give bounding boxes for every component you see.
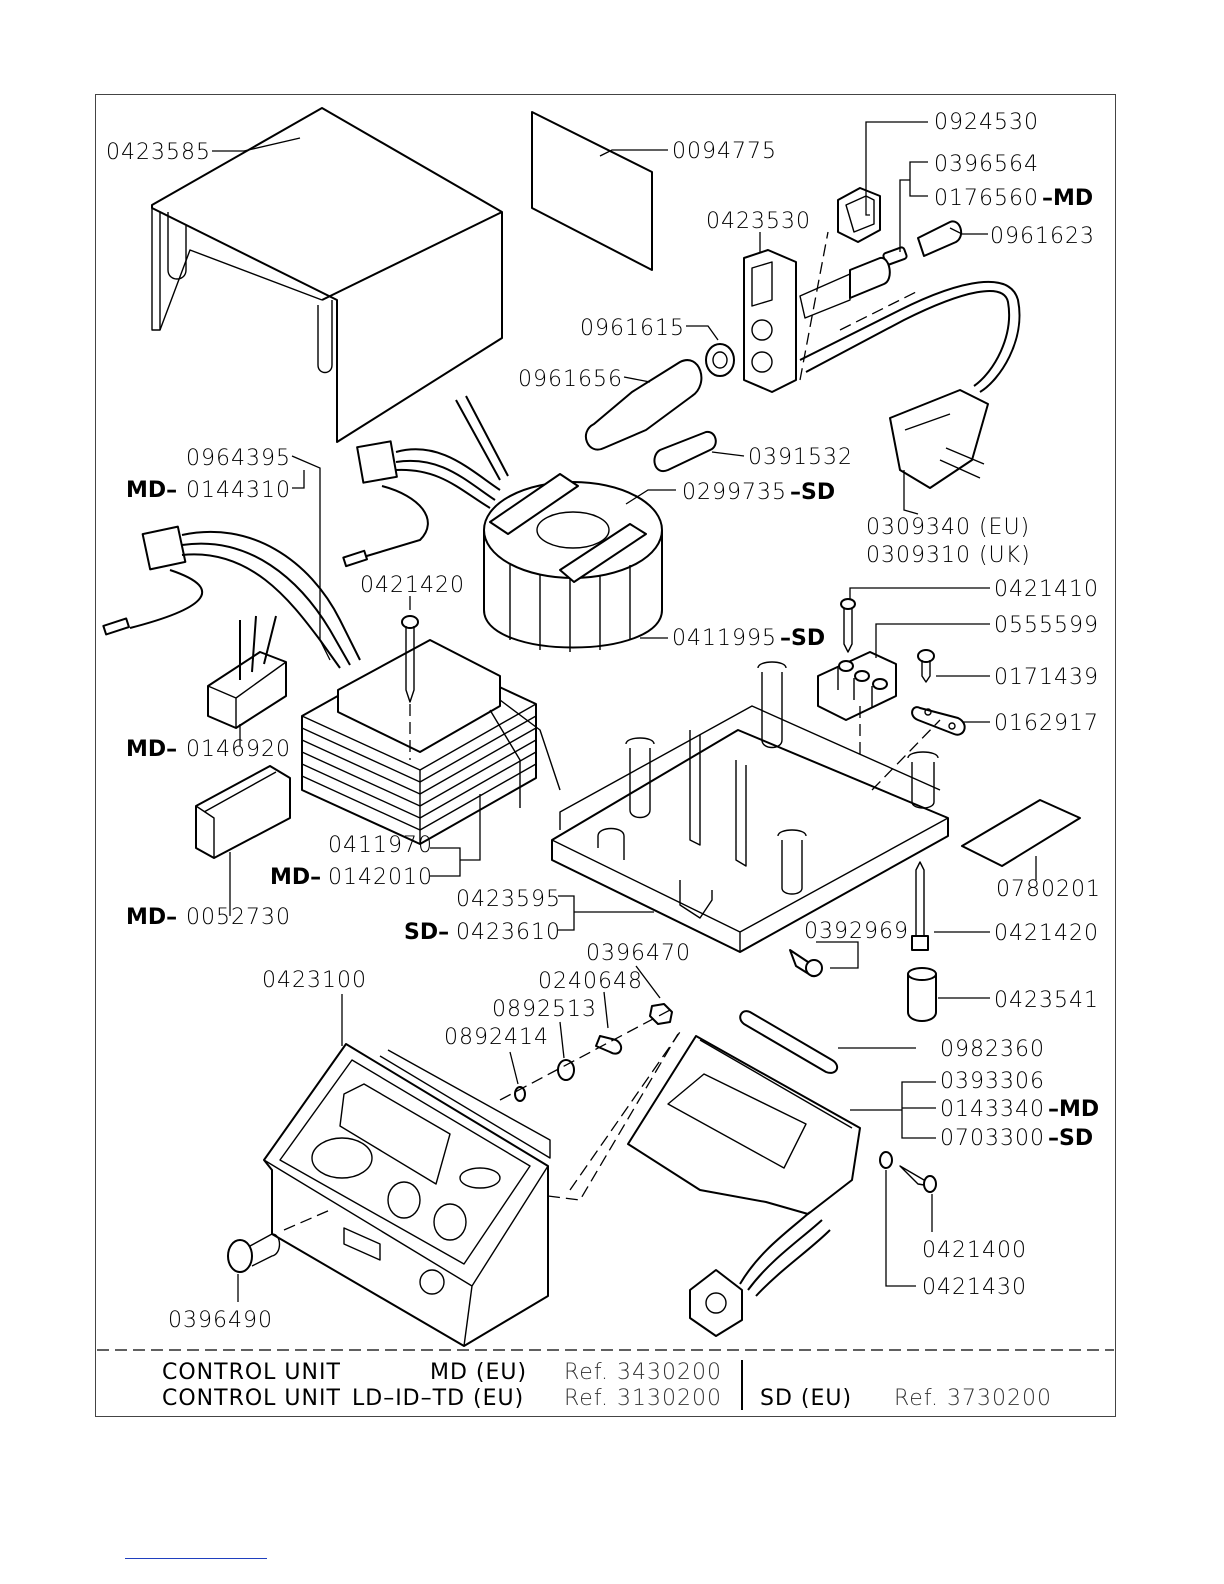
label-torus-suffix: –SD bbox=[780, 626, 825, 651]
label-screw-terminal: 0421410 bbox=[994, 577, 1099, 602]
screw-left-drawing bbox=[401, 615, 419, 760]
label-front-panel: 0423530 bbox=[706, 209, 811, 234]
base-drawing bbox=[551, 661, 949, 953]
label-md-prefix-3: MD– bbox=[270, 865, 321, 890]
washer-stack-drawing bbox=[499, 1003, 681, 1191]
label-connector: 0146920 bbox=[186, 737, 291, 762]
connector-drawing bbox=[207, 615, 287, 729]
pcb-screw-drawing bbox=[879, 1151, 937, 1193]
label-transformer-md: 0142010 bbox=[328, 865, 433, 890]
clip-drawing bbox=[195, 765, 291, 859]
label-base-sd: 0423610 bbox=[456, 920, 561, 945]
label-screw-long: 0421420 bbox=[994, 921, 1099, 946]
terminal-block-drawing bbox=[817, 598, 897, 721]
cable-sleeve-drawing bbox=[584, 343, 735, 451]
knob-screw-drawing bbox=[227, 1209, 331, 1273]
label-ground-lug: 0162917 bbox=[994, 711, 1099, 736]
label-torus-tape-suffix: –SD bbox=[790, 480, 835, 505]
label-switch: 0924530 bbox=[934, 110, 1039, 135]
label-torus: 0411995 bbox=[672, 626, 777, 651]
label-cable-sleeve: 0961656 bbox=[518, 367, 623, 392]
reference-footer: CONTROL UNIT MD (EU) Ref. 3430200 CONTRO… bbox=[97, 1349, 1114, 1411]
label-torus-tape: 0299735 bbox=[682, 480, 787, 505]
label-base: 0423595 bbox=[456, 887, 561, 912]
label-washer-lock: 0240648 bbox=[538, 969, 643, 994]
footer-row2-model: LD–ID–TD (EU) bbox=[352, 1386, 524, 1411]
footer-row1-name: CONTROL UNIT bbox=[162, 1360, 341, 1385]
switch-drawing bbox=[837, 187, 881, 243]
label-grommet: 0391532 bbox=[748, 445, 853, 470]
footer-row3-model: SD (EU) bbox=[760, 1386, 852, 1411]
label-washer: 0892414 bbox=[444, 1025, 549, 1050]
label-transformer: 0411970 bbox=[328, 833, 433, 858]
toroidal-transformer-drawing bbox=[483, 473, 663, 652]
label-rod: 0982360 bbox=[940, 1037, 1045, 1062]
label-cable-harness-md: 0144310 bbox=[186, 478, 291, 503]
label-housing: 0423100 bbox=[262, 968, 367, 993]
label-pcb-md-suffix: –MD bbox=[1048, 1097, 1099, 1122]
label-pcb-sd-suffix: –SD bbox=[1048, 1126, 1093, 1151]
label-label-sheet: 0780201 bbox=[996, 877, 1101, 902]
front-panel-drawing bbox=[743, 249, 797, 393]
footer-row1-model: MD (EU) bbox=[430, 1360, 527, 1385]
label-sheet: 0094775 bbox=[672, 139, 777, 164]
label-pcb-sd: 0703300 bbox=[940, 1126, 1045, 1151]
label-nut-holder: 0961615 bbox=[580, 316, 685, 341]
label-clip: 0052730 bbox=[186, 905, 291, 930]
wire-harness-drawing bbox=[102, 395, 509, 669]
label-plug-eu: 0309340 (EU) bbox=[866, 515, 1030, 540]
label-fuse-cap: 0961623 bbox=[990, 224, 1095, 249]
label-top-cover: 0423585 bbox=[106, 140, 211, 165]
label-pcb-screw: 0421400 bbox=[922, 1238, 1027, 1263]
label-cable-harness: 0964395 bbox=[186, 446, 291, 471]
top-cover-drawing bbox=[151, 107, 503, 443]
label-foot: 0423541 bbox=[994, 988, 1099, 1013]
label-nut: 0396470 bbox=[586, 941, 691, 966]
long-screw-drawing bbox=[907, 861, 937, 1022]
footer-row2-name: CONTROL UNIT bbox=[162, 1386, 341, 1411]
label-fuse-b-suffix: –MD bbox=[1042, 186, 1093, 211]
diagram-frame bbox=[95, 94, 1116, 1417]
label-md-prefix-1: MD– bbox=[126, 478, 177, 503]
label-fuse-a: 0396564 bbox=[934, 152, 1039, 177]
label-sheet-drawing bbox=[961, 799, 1081, 867]
screw-base-drawing bbox=[789, 949, 823, 978]
leader-lines bbox=[212, 121, 1037, 1302]
power-cord-drawing bbox=[799, 280, 1021, 489]
bottom-link-underline[interactable] bbox=[125, 1558, 267, 1559]
sheet-drawing bbox=[531, 111, 653, 271]
label-knob-screw: 0396490 bbox=[168, 1308, 273, 1333]
label-ground-screw: 0171439 bbox=[994, 665, 1099, 690]
label-toothed-washer: 0892513 bbox=[492, 997, 597, 1022]
label-terminal-block: 0555599 bbox=[994, 613, 1099, 638]
label-screw-base: 0392969 bbox=[804, 919, 909, 944]
label-pcb: 0393306 bbox=[940, 1069, 1045, 1094]
label-md-prefix-2: MD– bbox=[126, 737, 177, 762]
label-screw-left: 0421420 bbox=[360, 573, 465, 598]
label-plug-uk: 0309310 (UK) bbox=[866, 543, 1031, 568]
front-housing-drawing bbox=[263, 1043, 551, 1347]
rod-drawing bbox=[739, 1010, 839, 1074]
label-sd-prefix: SD– bbox=[404, 920, 449, 945]
transformer-drawing bbox=[301, 639, 561, 845]
footer-row2-ref: Ref. 3130200 bbox=[564, 1386, 722, 1411]
footer-row1-ref: Ref. 3430200 bbox=[564, 1360, 722, 1385]
label-md-prefix-4: MD– bbox=[126, 905, 177, 930]
label-pcb-washer: 0421430 bbox=[922, 1275, 1027, 1300]
grommet-drawing bbox=[653, 430, 717, 473]
part-labels: 0423585 0094775 0924530 0396564 0176560 … bbox=[106, 110, 1101, 1333]
label-fuse-b: 0176560 bbox=[934, 186, 1039, 211]
label-pcb-md: 0143340 bbox=[940, 1097, 1045, 1122]
footer-row3-ref: Ref. 3730200 bbox=[894, 1386, 1052, 1411]
pcb-drawing bbox=[627, 1035, 861, 1337]
fuse-drawing bbox=[799, 220, 963, 319]
